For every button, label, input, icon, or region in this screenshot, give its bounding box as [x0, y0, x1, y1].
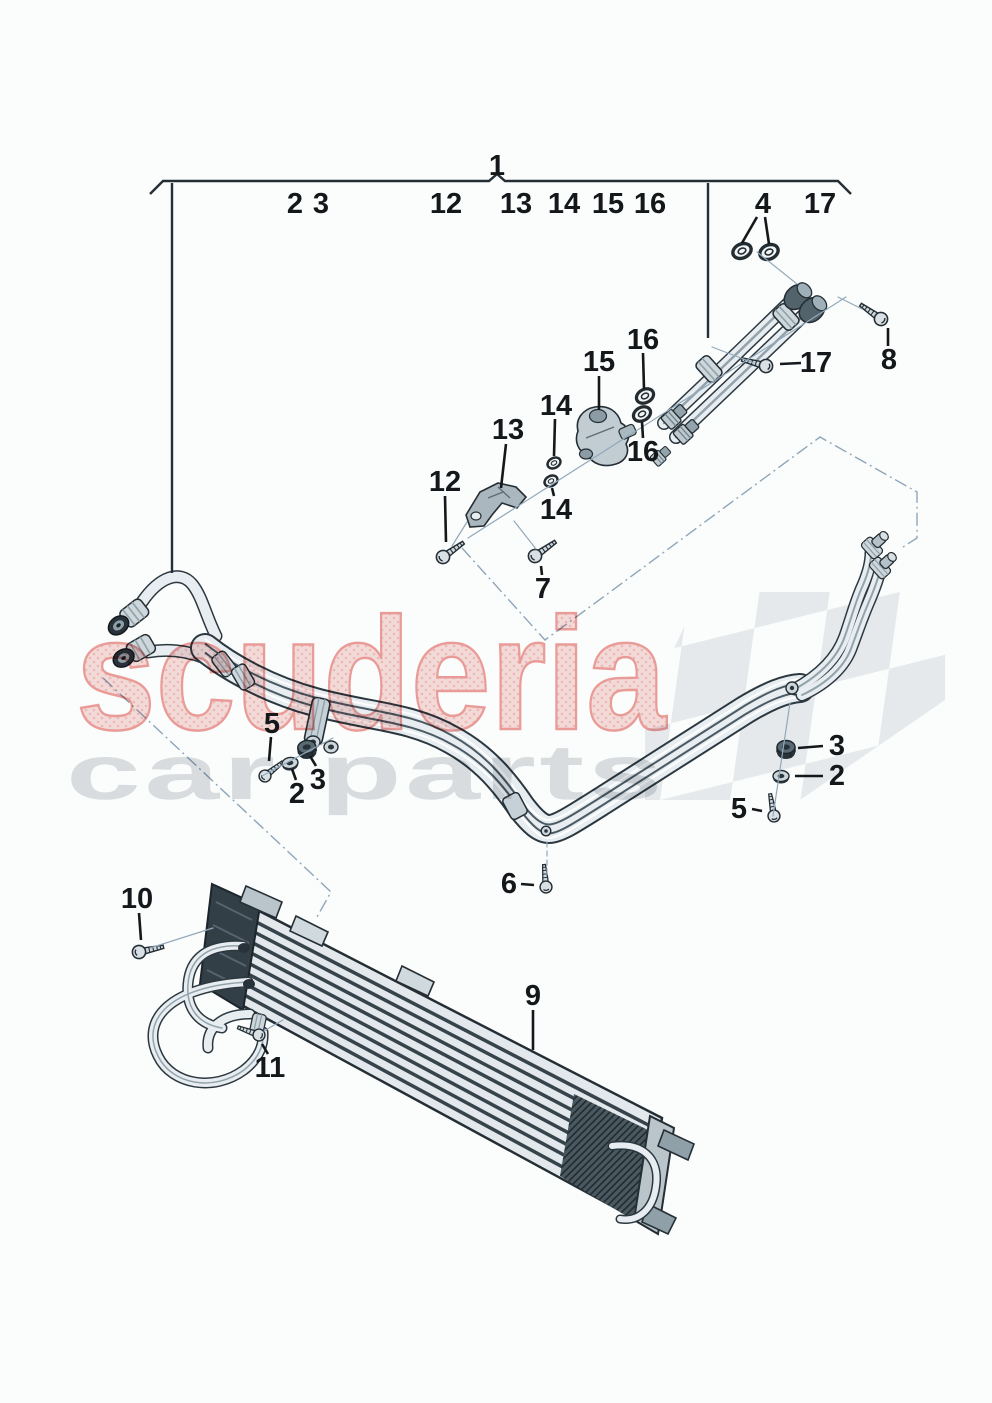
- guide-line: [263, 1019, 284, 1032]
- clamp-ear-hole: [328, 744, 334, 750]
- screw-12: [433, 536, 469, 567]
- callout-6: 6: [501, 868, 517, 900]
- callout-16: 16: [627, 436, 659, 468]
- callout-4: 4: [755, 188, 771, 220]
- callout-14: 14: [540, 390, 572, 422]
- seal-14: [544, 454, 564, 472]
- oil-cooling-pipes: [102, 529, 899, 838]
- washer-2: [772, 769, 790, 785]
- callout-17: 17: [800, 347, 832, 379]
- guide-line: [772, 702, 791, 817]
- guide-line: [467, 296, 847, 539]
- tank-detail: [206, 901, 253, 989]
- hose-joint: [238, 943, 250, 953]
- clamp-tab-hole: [789, 685, 795, 691]
- callout-3: 3: [829, 730, 845, 762]
- callout-5: 5: [731, 793, 747, 825]
- callout-1: 1: [489, 150, 505, 182]
- o-ring-4: [728, 239, 756, 263]
- guide-line: [149, 927, 214, 949]
- guide-line: [513, 520, 537, 550]
- callout-leader-line: [539, 565, 544, 576]
- oil-valve-15: [575, 405, 637, 467]
- callout-leader-line: [550, 487, 556, 497]
- dash-dot-region-outline: [102, 677, 332, 918]
- callout-14: 14: [548, 188, 580, 220]
- callout-leader-line: [499, 443, 508, 489]
- callout-8: 8: [881, 344, 897, 376]
- radiator-mesh-end: [560, 1094, 648, 1220]
- callout-15: 15: [583, 346, 615, 378]
- callout-leader-line: [552, 418, 557, 457]
- oil-cooler-radiator: [130, 882, 696, 1236]
- callout-leader-line: [763, 216, 771, 245]
- union-head: [798, 295, 828, 324]
- mid-pipe-clamp: [502, 791, 528, 821]
- o-ring-4: [755, 240, 783, 264]
- callout-leader-line: [779, 361, 802, 366]
- callout-3: 3: [310, 764, 326, 796]
- region-outlines: [102, 436, 918, 918]
- callout-2: 2: [287, 188, 303, 220]
- callout-10: 10: [121, 883, 153, 915]
- callout-12: 12: [430, 188, 462, 220]
- mounting-bracket: [238, 884, 284, 920]
- callout-16: 16: [627, 324, 659, 356]
- callout-leader-line: [751, 807, 763, 813]
- watermark-scuderia-text: scuderia: [76, 584, 667, 763]
- screw-6: [537, 863, 554, 895]
- guide-line: [261, 737, 334, 777]
- callout-13: 13: [492, 414, 524, 446]
- guide-line: [451, 521, 468, 547]
- nut-3: [776, 739, 796, 760]
- callout-leader-line: [443, 495, 448, 543]
- callout-leader-line: [137, 912, 143, 941]
- guide-line: [756, 251, 798, 285]
- callout-leader-line: [260, 1043, 270, 1055]
- callout-leader-line: [267, 736, 273, 762]
- callout-11: 11: [255, 1052, 286, 1084]
- screw-7: [525, 535, 561, 566]
- callout-leader-line: [640, 421, 645, 439]
- guide-lines: [149, 251, 863, 1032]
- callout-9: 9: [525, 980, 541, 1012]
- assembly-group-bracket: [149, 172, 852, 573]
- mounting-tab: [288, 914, 330, 948]
- callout-13: 13: [500, 188, 532, 220]
- callout-5: 5: [264, 708, 280, 740]
- callout-15: 15: [592, 188, 624, 220]
- callout-2: 2: [829, 760, 845, 792]
- callout-leader-line: [641, 352, 646, 390]
- callout-leader-line: [290, 768, 298, 781]
- guide-line: [711, 346, 755, 364]
- screw-10: [130, 939, 166, 961]
- mounting-tab: [656, 1128, 696, 1162]
- hose-joint: [243, 979, 255, 989]
- callout-leader-line: [797, 744, 824, 750]
- dash-dot-region-outline: [461, 436, 918, 641]
- callout-7: 7: [535, 573, 551, 605]
- guide-line: [837, 296, 863, 310]
- watermark: car parts scuderia: [66, 583, 668, 816]
- callout-leader-line: [308, 755, 318, 767]
- callout-leader-lines: [137, 216, 890, 1055]
- callout-14: 14: [540, 494, 572, 526]
- callout-leader-line: [520, 882, 535, 887]
- callout-leader-line: [740, 216, 759, 244]
- clamp-tab-hole: [544, 829, 548, 833]
- callout-3: 3: [313, 188, 329, 220]
- callout-17: 17: [804, 188, 836, 220]
- pipe-clamp-bracket: [303, 696, 331, 746]
- o-ring-16: [629, 402, 655, 426]
- screw-8: [855, 298, 891, 329]
- callout-12: 12: [429, 466, 461, 498]
- mounting-tab: [394, 964, 436, 998]
- callout-2: 2: [289, 778, 305, 810]
- callout-16: 16: [634, 188, 666, 220]
- bracket-13: [465, 482, 528, 528]
- watermark-carparts-text: car parts: [66, 728, 666, 816]
- upper-pipe-assembly: [433, 239, 891, 567]
